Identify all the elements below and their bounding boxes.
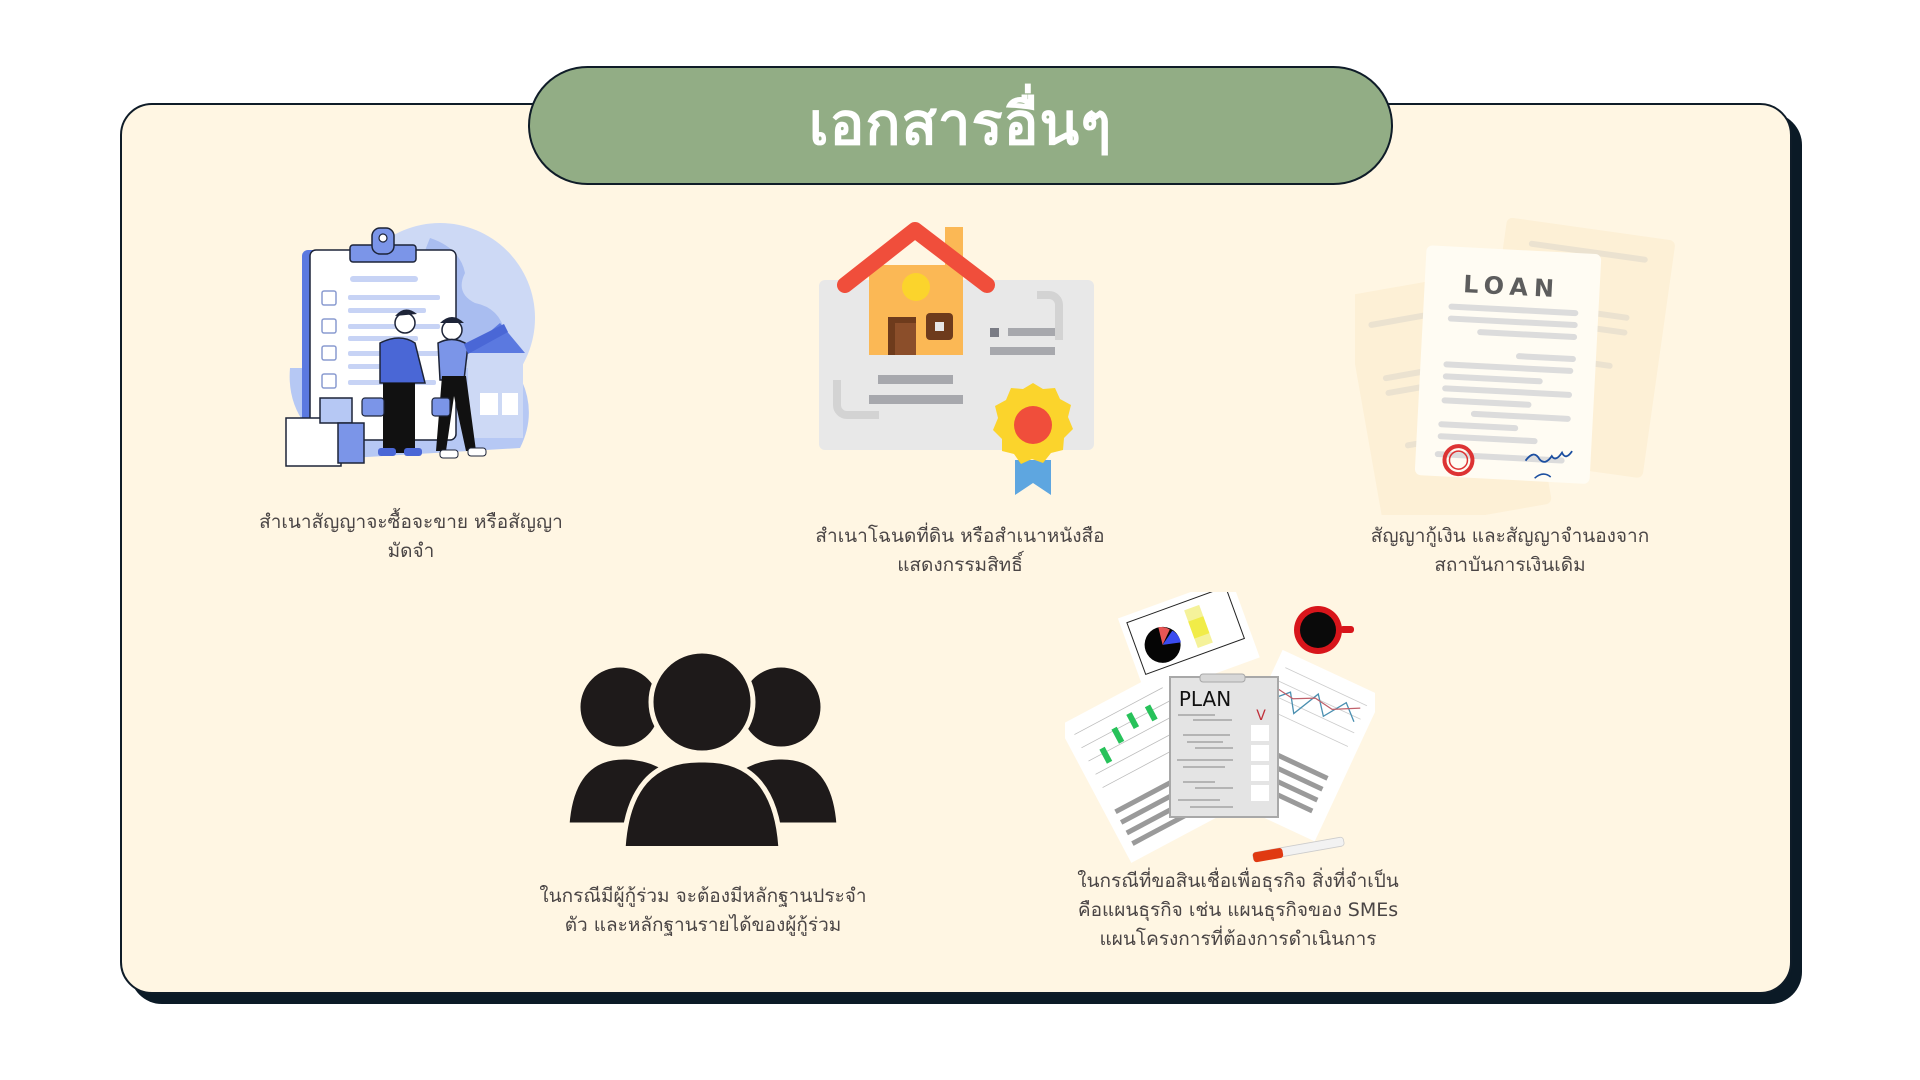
group-people-icon (563, 650, 843, 846)
caption-land-title-deed: สำเนาโฉนดที่ดิน หรือสำเนาหนังสือ แสดงกรร… (760, 522, 1160, 580)
caption-line: มัดจำ (387, 540, 435, 562)
caption-line: สำเนาโฉนดที่ดิน หรือสำเนาหนังสือ (815, 525, 1105, 547)
caption-line: คือแผนธุรกิจ เช่น แผนธุรกิจของ SMEs (1077, 899, 1399, 921)
business-plan-icon: PLAN V (1065, 592, 1375, 872)
caption-co-borrower-documents: ในกรณีมีผู้กู้ร่วม จะต้องมีหลักฐานประจำ … (503, 882, 903, 940)
caption-line: ในกรณีมีผู้กู้ร่วม จะต้องมีหลักฐานประจำ (539, 885, 867, 907)
check-mark: V (1256, 708, 1266, 724)
loan-label: LOAN (1463, 270, 1561, 303)
caption-purchase-contract: สำเนาสัญญาจะซื้อจะขาย หรือสัญญา มัดจำ (211, 508, 611, 566)
caption-line: สำเนาสัญญาจะซื้อจะขาย หรือสัญญา (259, 511, 563, 533)
caption-line: สัญญากู้เงิน และสัญญาจำนองจาก (1370, 525, 1650, 547)
caption-loan-mortgage-contract: สัญญากู้เงิน และสัญญาจำนองจาก สถาบันการเ… (1310, 522, 1710, 580)
title-banner: เอกสารอื่นๆ (528, 66, 1393, 185)
caption-line: สถาบันการเงินเดิม (1434, 554, 1586, 576)
caption-line: แผนโครงการที่ต้องการดำเนินการ (1099, 928, 1377, 950)
house-deed-certificate-icon (815, 215, 1100, 500)
caption-line: แสดงกรรมสิทธิ์ (897, 554, 1023, 576)
loan-document-icon: LOAN (1355, 215, 1675, 515)
caption-business-plan: ในกรณีที่ขอสินเชื่อเพื่อธุรกิจ สิ่งที่จำ… (1038, 867, 1438, 954)
contract-handshake-icon (280, 218, 540, 473)
plan-label: PLAN (1179, 687, 1231, 711)
caption-line: ตัว และหลักฐานรายได้ของผู้กู้ร่วม (564, 914, 842, 936)
page-title: เอกสารอื่นๆ (808, 90, 1113, 158)
caption-line: ในกรณีที่ขอสินเชื่อเพื่อธุรกิจ สิ่งที่จำ… (1077, 870, 1399, 892)
